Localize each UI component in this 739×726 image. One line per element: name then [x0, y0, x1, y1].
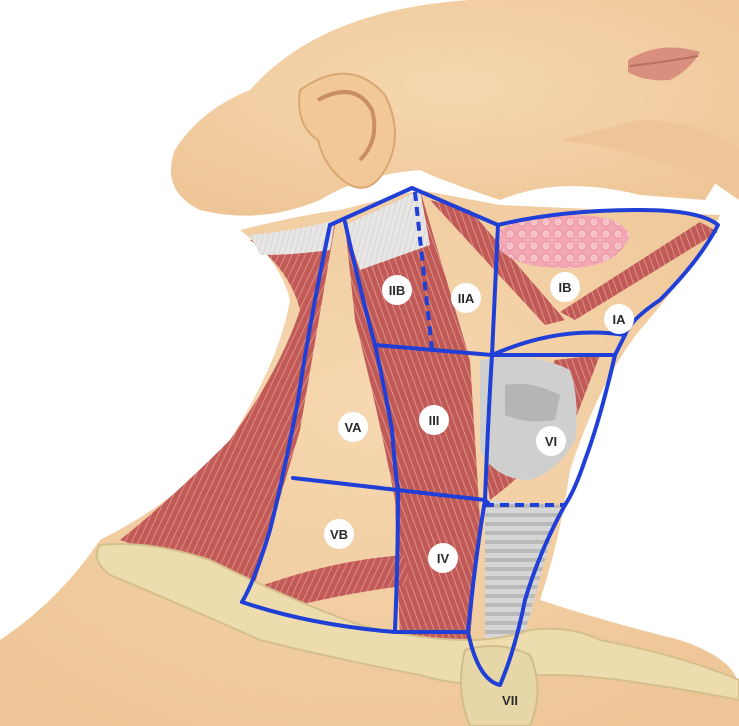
- svg-text:IV: IV: [437, 551, 450, 566]
- svg-text:III: III: [429, 413, 440, 428]
- level-ia-label: IA: [604, 304, 634, 334]
- svg-text:IB: IB: [559, 280, 572, 295]
- level-iv-label: IV: [428, 543, 458, 573]
- level-iii-label: III: [419, 405, 449, 435]
- svg-text:IA: IA: [613, 312, 627, 327]
- svg-text:VA: VA: [344, 420, 362, 435]
- level-vi-label: VI: [536, 426, 566, 456]
- head-shape: [171, 0, 739, 216]
- level-iib-label: IIB: [382, 275, 412, 305]
- level-iia-label: IIA: [451, 283, 481, 313]
- level-ib-label: IB: [550, 272, 580, 302]
- level-vb-label: VB: [324, 519, 354, 549]
- svg-text:VI: VI: [545, 434, 557, 449]
- svg-text:VB: VB: [330, 527, 348, 542]
- svg-text:IIB: IIB: [389, 283, 406, 298]
- svg-text:IIA: IIA: [458, 291, 475, 306]
- svg-text:VII: VII: [502, 693, 518, 708]
- level-va-label: VA: [338, 412, 368, 442]
